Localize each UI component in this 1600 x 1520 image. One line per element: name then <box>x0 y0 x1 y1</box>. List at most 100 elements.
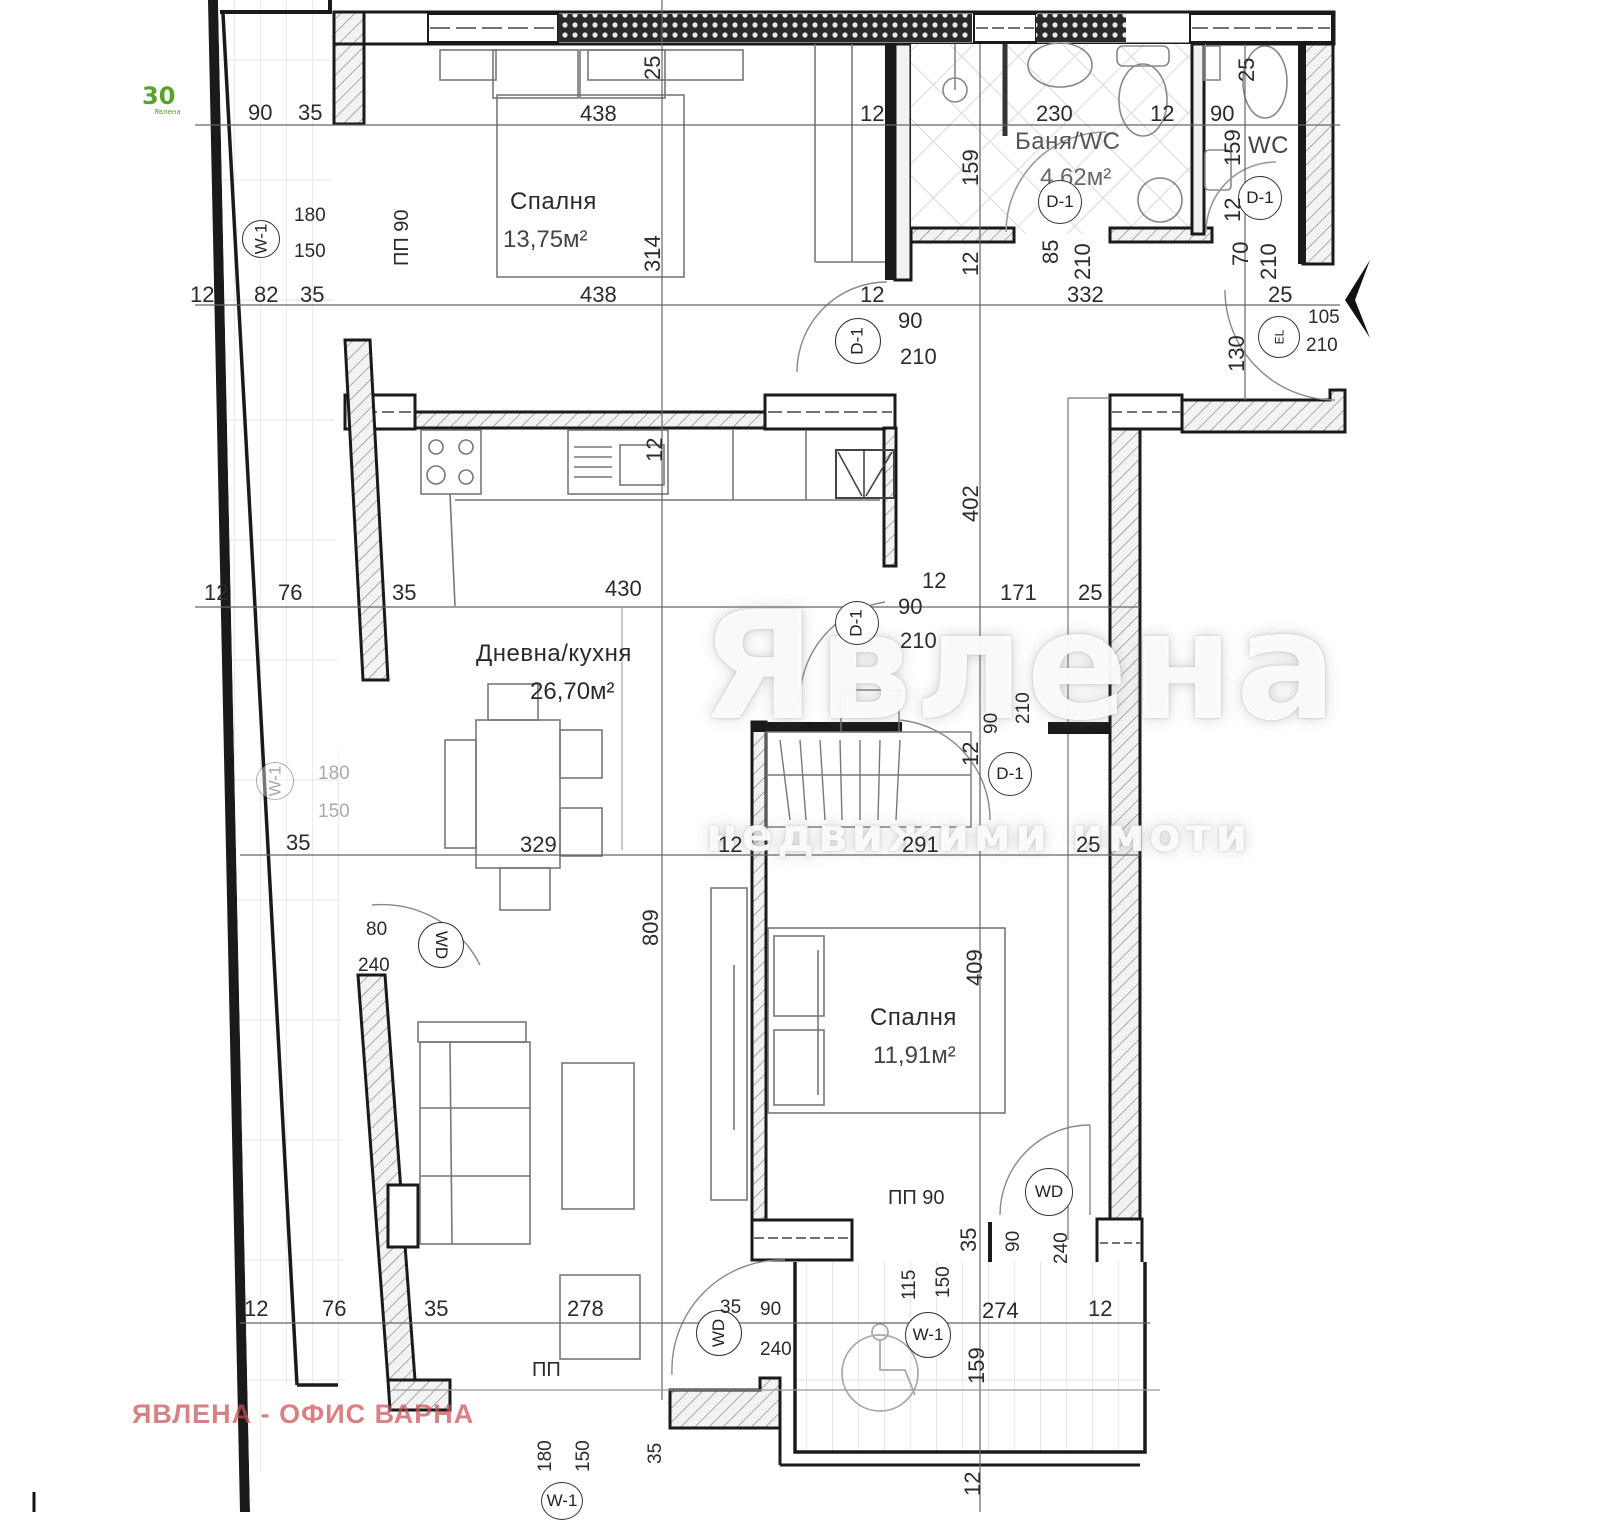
dim: 171 <box>1000 580 1037 605</box>
dim: 90 <box>248 100 273 125</box>
balcony-door-tag-wd-bottom: WD <box>696 1310 742 1356</box>
dim: 35 <box>298 100 323 125</box>
dim: 12 <box>960 1471 985 1496</box>
window-tag-w1-mid: W-1 <box>256 762 294 800</box>
electric-panel-tag: EL <box>1258 316 1300 358</box>
dim: 35 <box>300 282 325 307</box>
dim: 210 <box>1070 243 1095 280</box>
window-tag-w1-balcony: W-1 <box>905 1312 951 1358</box>
label-pp90-bedroom2: ПП 90 <box>888 1187 945 1209</box>
living-left-wall <box>343 338 452 1412</box>
dim: 210 <box>900 344 937 369</box>
bedroom2-wardrobe <box>765 689 972 828</box>
room-area-bedroom-1: 13,75м² <box>503 226 588 253</box>
dim: 12 <box>642 437 667 462</box>
dim: 240 <box>358 955 390 976</box>
dim: 35 <box>956 1227 981 1252</box>
bedroom2-bed <box>710 887 1006 1201</box>
dim: 12 <box>860 101 885 126</box>
dim: 278 <box>567 1296 604 1321</box>
dim: 90 <box>1003 1230 1024 1252</box>
dim: 240 <box>760 1339 792 1360</box>
dim: 438 <box>580 101 617 126</box>
dim: 90 <box>1210 101 1235 126</box>
window-tag-w1-top: W-1 <box>242 220 280 258</box>
window-tag-w1-bottom: W-1 <box>541 1482 583 1520</box>
watermark-brand: Явлена <box>700 580 1339 754</box>
label-pp-living: ПП <box>532 1359 561 1381</box>
dim: 12 <box>1150 101 1175 126</box>
dim: 90 <box>760 1299 782 1320</box>
dim: 332 <box>1067 282 1104 307</box>
door-tag-d1-bedroom1: D-1 <box>835 318 881 364</box>
dim: 12 <box>922 568 947 593</box>
dim: 25 <box>1268 282 1293 307</box>
room-name-bedroom-2: Спалня <box>870 1004 957 1031</box>
dim: 180 <box>294 205 326 226</box>
room-name-bathroom: Баня/WC <box>1015 128 1121 155</box>
room-name-living-kitchen: Дневна/кухня <box>476 640 632 667</box>
dim: 12 <box>860 282 885 307</box>
door-tag-d1-kitchen: D-1 <box>835 601 879 645</box>
label-pp90-bedroom1: ПП 90 <box>391 209 413 266</box>
dim: 210 <box>1013 692 1034 724</box>
dim: 76 <box>322 1296 347 1321</box>
dim: 240 <box>1051 1232 1072 1264</box>
balcony-door-tag-wd-living: WD <box>418 922 464 968</box>
dim: 90 <box>898 308 923 333</box>
living-furniture <box>417 608 641 1360</box>
dim: 12 <box>244 1296 269 1321</box>
dim: 314 <box>640 235 665 272</box>
dim: 274 <box>982 1298 1019 1323</box>
entrance-arrow-icon <box>1345 260 1370 338</box>
dim: 90 <box>981 712 1002 734</box>
door-tag-d1-wc: D-1 <box>1238 176 1282 220</box>
dim: 25 <box>640 55 665 80</box>
dim: 159 <box>958 149 983 186</box>
dim: 329 <box>520 832 557 857</box>
top-exterior-wall <box>332 10 1336 126</box>
door-tag-d1-bath: D-1 <box>1038 180 1082 224</box>
dim: 85 <box>1038 239 1063 264</box>
dim: 159 <box>964 1347 989 1384</box>
dim: 402 <box>958 485 983 522</box>
dim: 82 <box>254 282 279 307</box>
dim: 25 <box>1078 580 1103 605</box>
dim: 12 <box>204 580 229 605</box>
dim: 159 <box>1220 129 1245 166</box>
dim: 210 <box>1306 335 1338 356</box>
dim: 230 <box>1036 101 1073 126</box>
dim: 76 <box>278 580 303 605</box>
dimension-lines <box>195 0 1340 1512</box>
dim: 115 <box>899 1269 920 1300</box>
dim: 180 <box>535 1440 556 1472</box>
door-swings <box>371 281 1336 1376</box>
dim: 409 <box>962 949 987 986</box>
dim: 12 <box>718 832 743 857</box>
dim: 150 <box>318 801 350 822</box>
dim: 180 <box>318 763 350 784</box>
dim: 105 <box>1308 307 1340 328</box>
dim: 210 <box>900 628 937 653</box>
left-terrace <box>208 0 345 1512</box>
dim: 35 <box>424 1296 449 1321</box>
dim: 210 <box>1256 243 1281 280</box>
dim: 25 <box>1076 832 1101 857</box>
dim: 150 <box>933 1266 954 1298</box>
kitchen-fixtures <box>420 429 895 607</box>
dim: 35 <box>286 830 311 855</box>
dim: 80 <box>366 919 388 940</box>
dim: 35 <box>720 1297 742 1318</box>
dim: 35 <box>392 580 417 605</box>
watermark-subtitle: недвижими имоти <box>706 808 1252 862</box>
hallway-walls <box>1067 388 1347 1269</box>
bottom-balcony <box>778 1262 1147 1467</box>
dim: 12 <box>1220 197 1245 222</box>
living-bottom-wall <box>668 1376 782 1430</box>
door-tag-d1-bedroom2: D-1 <box>988 752 1032 796</box>
room-area-bedroom-2: 11,91м² <box>873 1042 956 1069</box>
bedroom1-fixtures <box>439 44 885 278</box>
dim: 12 <box>958 741 983 766</box>
logo-brand: Явлена <box>154 108 181 116</box>
